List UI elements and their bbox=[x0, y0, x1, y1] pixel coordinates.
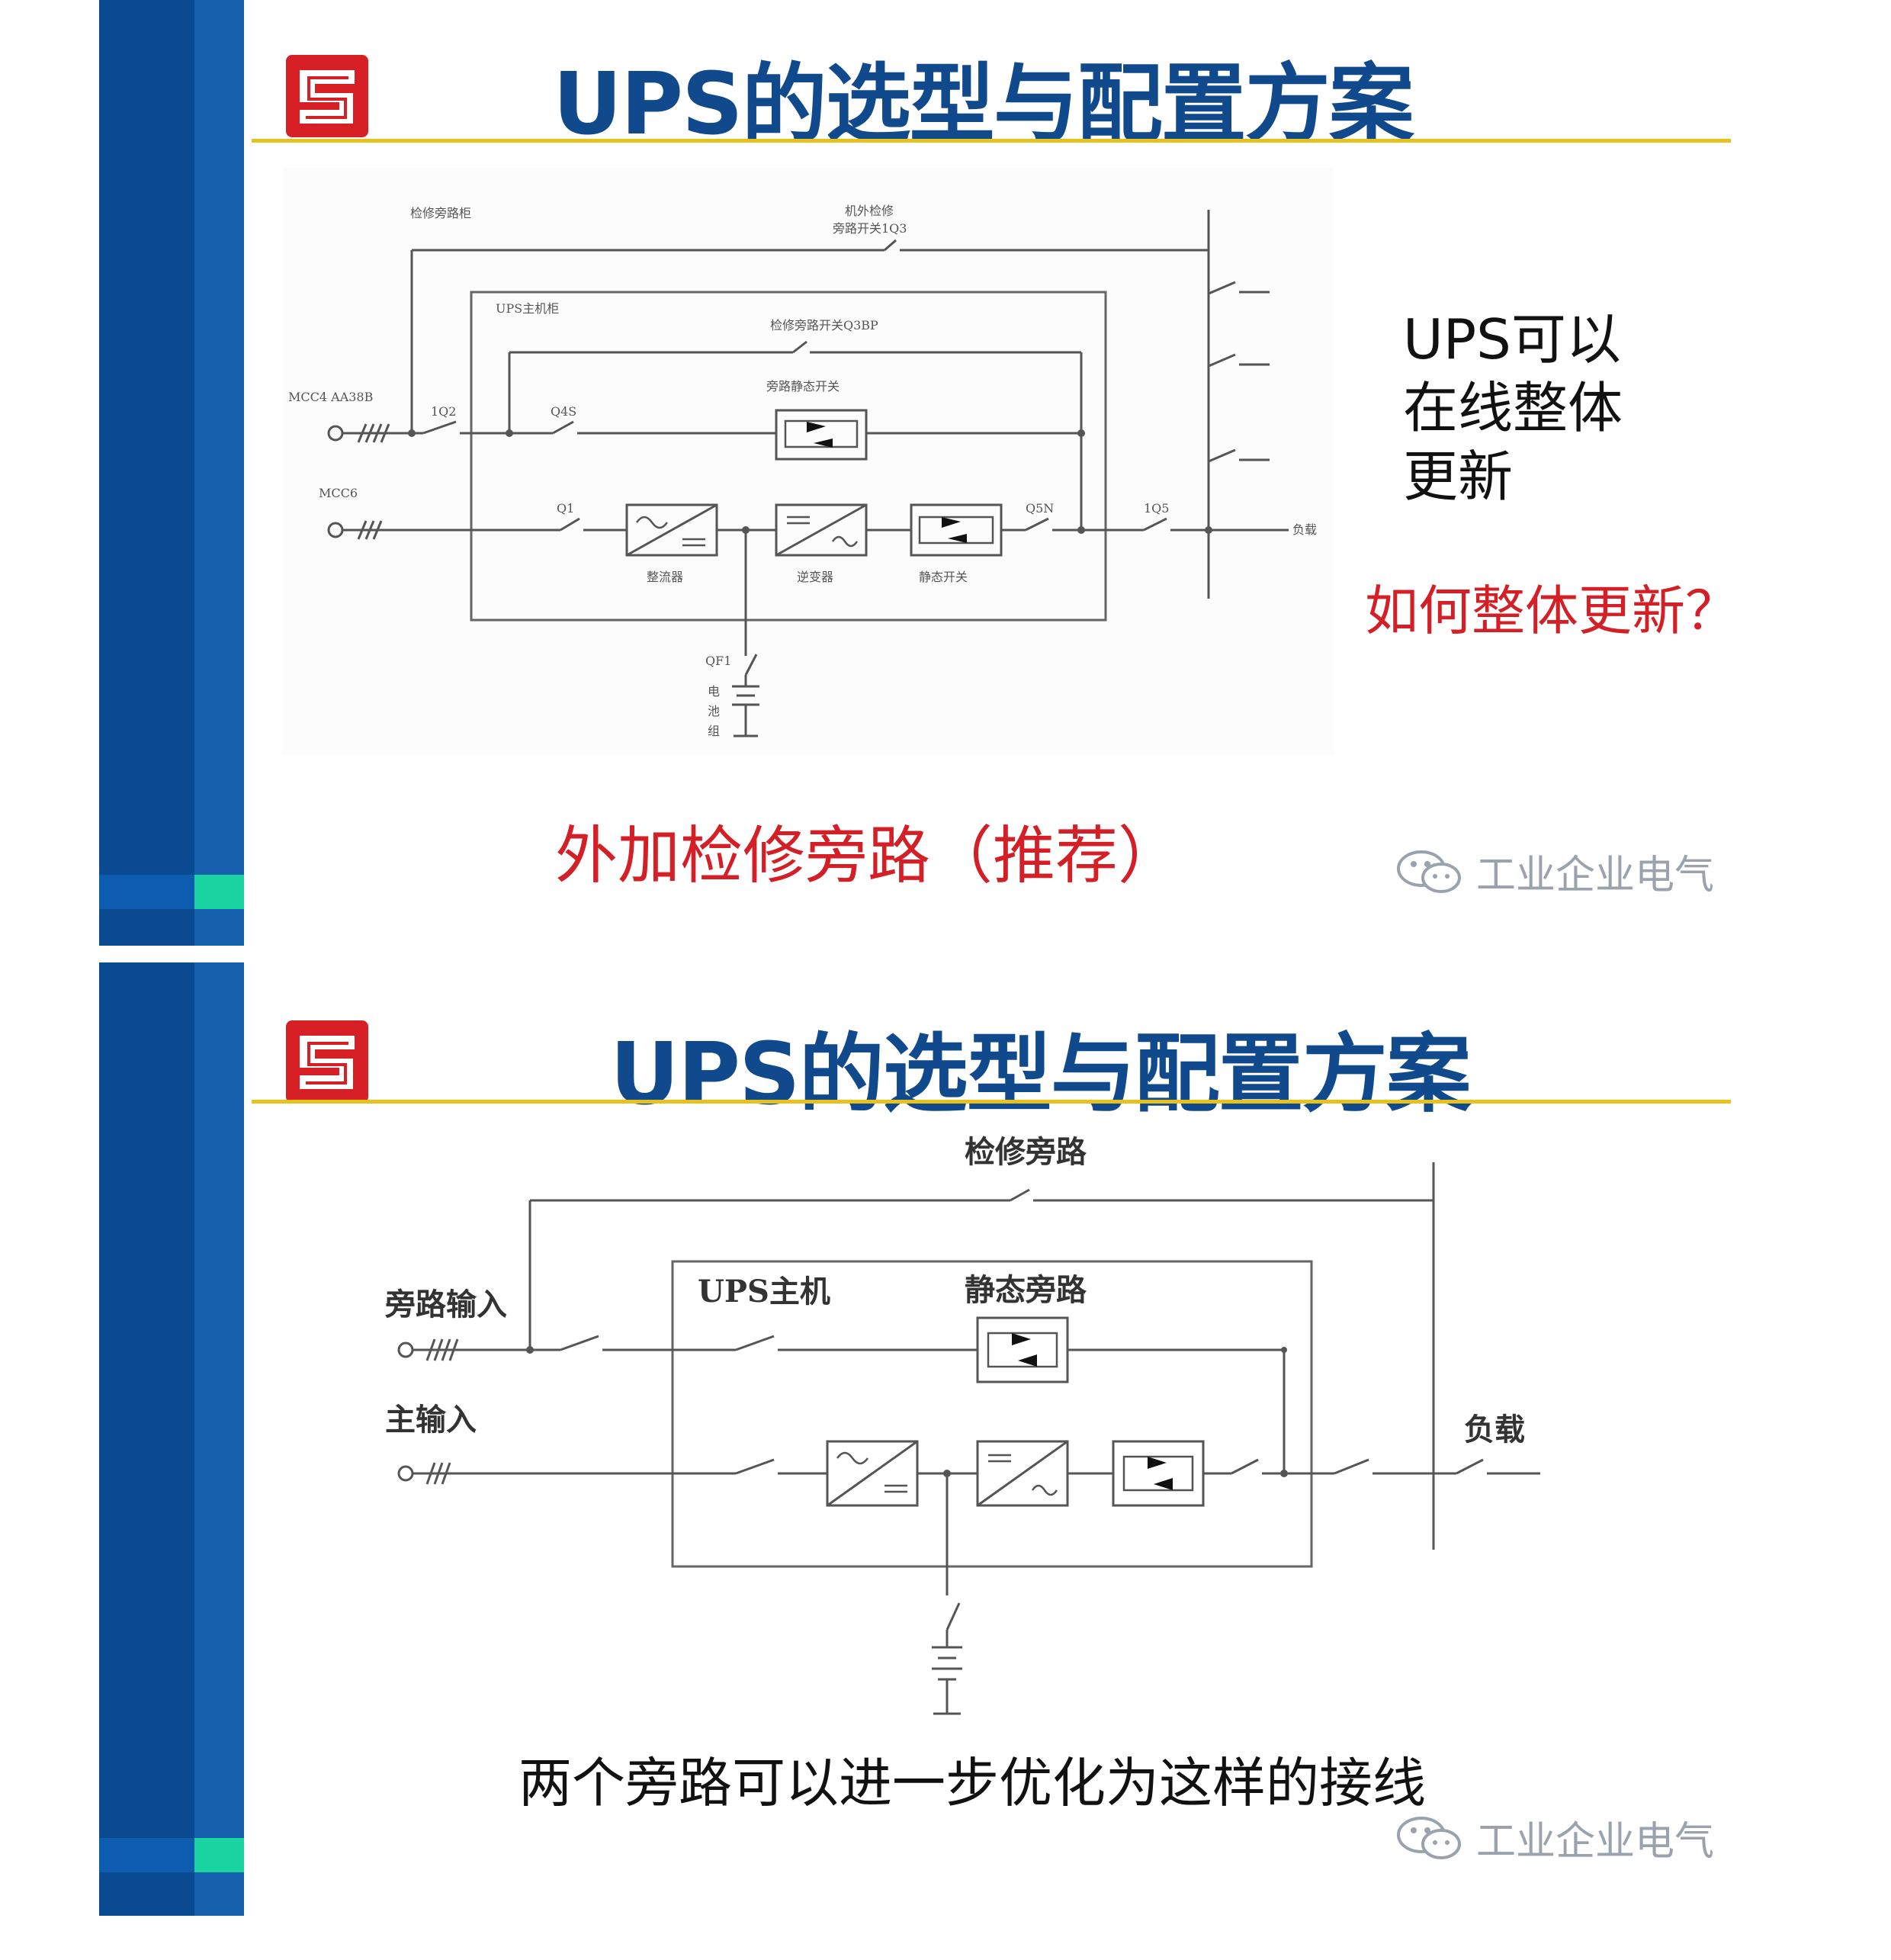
ups-diagram-1: 检修旁路柜 机外检修 旁路开关1Q3 UPS主机柜 检修旁路开关Q3BP 旁路静… bbox=[282, 168, 1334, 755]
sidebar-accent bbox=[194, 875, 244, 909]
label-battery-2: 池 bbox=[708, 704, 720, 718]
title-rule bbox=[252, 1100, 1731, 1104]
sidebar-accent bbox=[194, 1838, 244, 1872]
question-text: 如何整体更新？ bbox=[1365, 580, 1738, 642]
label-maint-bypass: 检修旁路 bbox=[965, 1134, 1087, 1170]
sidebar-dark-bar bbox=[99, 0, 194, 946]
side-note: UPS可以 在线整体 更新 bbox=[1403, 307, 1623, 509]
label-rectifier: 整流器 bbox=[647, 570, 683, 584]
label-internal-bypass: 检修旁路开关Q3BP bbox=[770, 318, 878, 333]
sidebar-light-bar bbox=[194, 0, 244, 946]
ups-diagram-2: 检修旁路 旁路输入 主输入 UPS主机 静态旁路 负载 bbox=[384, 1134, 1540, 1715]
wechat-icon bbox=[1397, 1816, 1461, 1859]
label-1q2: 1Q2 bbox=[431, 404, 456, 419]
watermark: 工业企业电气 bbox=[1395, 1809, 1714, 1866]
caption-text: 两个旁路可以进一步优化为这样的接线 bbox=[518, 1752, 1426, 1814]
page-title: UPS的选型与配置方案 bbox=[610, 1025, 1472, 1124]
label-static-switch: 静态开关 bbox=[919, 570, 968, 584]
label-q1: Q1 bbox=[557, 501, 574, 516]
label-static-bypass: 旁路静态开关 bbox=[766, 379, 840, 394]
label-qf1: QF1 bbox=[705, 654, 731, 668]
label-source-2: MCC6 bbox=[319, 486, 358, 500]
label-ups-cabinet: UPS主机柜 bbox=[496, 301, 559, 316]
label-static-bypass: 静态旁路 bbox=[965, 1272, 1087, 1308]
sidebar-light-bar bbox=[194, 962, 244, 1916]
wechat-icon bbox=[1397, 850, 1461, 893]
sidebar-dark-bar bbox=[99, 962, 194, 1916]
watermark: 工业企业电气 bbox=[1395, 843, 1714, 900]
watermark-text: 工业企业电气 bbox=[1476, 853, 1715, 898]
label-maint-cabinet: 检修旁路柜 bbox=[410, 206, 471, 220]
title-rule bbox=[252, 139, 1731, 143]
label-ups-host: UPS主机 bbox=[698, 1274, 830, 1309]
sidebar bbox=[99, 962, 244, 1916]
logo-icon bbox=[286, 55, 368, 137]
label-battery-3: 组 bbox=[708, 724, 720, 738]
label-inverter: 逆变器 bbox=[797, 570, 833, 584]
label-battery-1: 电 bbox=[708, 684, 720, 699]
watermark-text: 工业企业电气 bbox=[1476, 1819, 1715, 1865]
label-q4s: Q4S bbox=[551, 404, 576, 419]
label-ext-bypass-2: 旁路开关1Q3 bbox=[833, 221, 907, 236]
label-1q5: 1Q5 bbox=[1144, 501, 1169, 516]
label-main-input: 主输入 bbox=[385, 1402, 477, 1438]
label-q5n: Q5N bbox=[1026, 501, 1054, 516]
recommendation-text: 外加检修旁路（推荐） bbox=[555, 820, 1181, 892]
slide-1: UPS的选型与配置方案 bbox=[0, 0, 1891, 946]
label-source-1: MCC4 AA38B bbox=[288, 390, 373, 404]
label-load: 负载 bbox=[1292, 522, 1317, 537]
label-load: 负载 bbox=[1464, 1412, 1525, 1448]
label-ext-bypass-1: 机外检修 bbox=[845, 204, 894, 218]
slide-2: UPS的选型与配置方案 bbox=[0, 962, 1891, 1916]
page-title: UPS的选型与配置方案 bbox=[553, 55, 1414, 154]
sidebar bbox=[99, 0, 244, 946]
logo-icon bbox=[286, 1020, 368, 1103]
label-bypass-input: 旁路输入 bbox=[384, 1287, 507, 1322]
